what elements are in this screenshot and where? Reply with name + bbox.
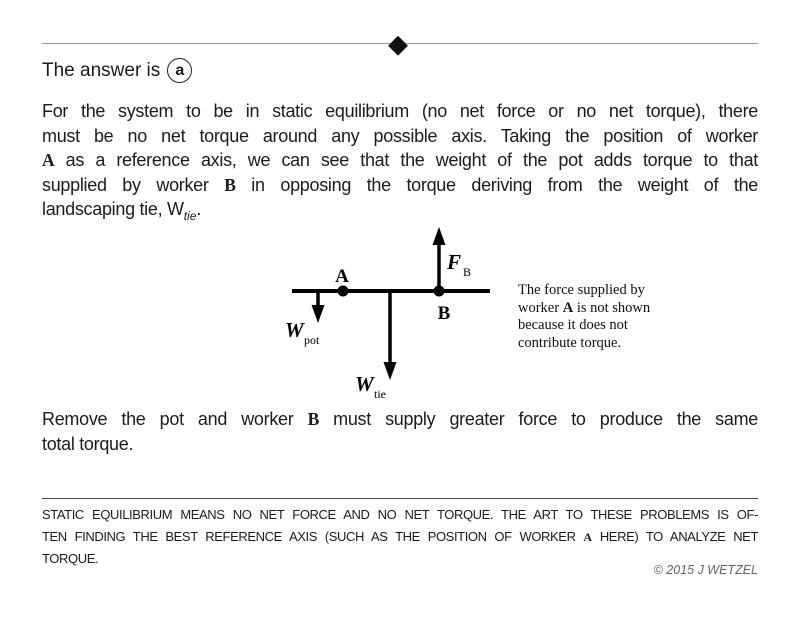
footnote-line-3: TORQUE. — [42, 548, 758, 570]
worker-b-inline-label: B — [307, 409, 320, 429]
point-a-dot — [337, 285, 349, 297]
answer-letter: a — [175, 61, 185, 79]
answer-choice-circle: a — [167, 58, 193, 83]
copyright-notice: © 2015 J WETZEL — [653, 563, 758, 577]
explanation-line-4: supplied by worker B in opposing the tor… — [42, 173, 758, 198]
footnote-line-1: STATIC EQUILIBRIUM MEANS NO NET FORCE AN… — [42, 504, 758, 526]
explanation-line-2: must be no net torque around any possibl… — [42, 124, 758, 149]
conclusion-paragraph: Remove the pot and worker B must supply … — [42, 407, 758, 456]
point-b-dot — [433, 285, 445, 297]
weight-tie-label-subscript: tie — [374, 387, 386, 400]
conclusion-line-2: total torque. — [42, 432, 758, 457]
weight-tie-arrow-head — [383, 362, 397, 380]
force-b-arrow-head — [432, 227, 446, 245]
force-b-label-subscript: B — [463, 265, 471, 279]
explanation-text: For the system to be in static equilibri… — [42, 101, 758, 121]
explanation-text: in opposing the torque deriving from the… — [235, 174, 758, 195]
explanation-text: as a reference axis, we can see that the… — [54, 150, 759, 171]
explanation-line-5: landscaping tie, Wtie. — [42, 197, 758, 229]
weight-pot-arrow-head — [311, 305, 325, 323]
diagram-note-text: The force supplied by worker — [518, 282, 645, 316]
explanation-line-3: A as a reference axis, we can see that t… — [42, 148, 758, 173]
force-b-label: F — [446, 250, 461, 274]
explanation-text: landscaping tie, W — [42, 199, 184, 220]
footnote-text: TORQUE. — [42, 551, 99, 566]
w-tie-subscript-inline: tie — [183, 209, 197, 224]
worker-a-inline-label: A — [42, 150, 55, 171]
conclusion-text: Remove the pot and worker — [42, 409, 308, 429]
conclusion-line-1: Remove the pot and worker B must supply … — [42, 407, 758, 432]
explanation-text: must be no net torque around any possibl… — [42, 125, 758, 146]
explanation-text: . — [196, 199, 202, 220]
diagram-note-text: is not shown because it does not contrib… — [518, 299, 651, 351]
worker-a-inline-label: A — [583, 530, 593, 544]
explanation-text: supplied by worker — [42, 174, 225, 195]
weight-tie-label: W — [355, 372, 375, 396]
footnote-text: TEN FINDING THE BEST REFERENCE AXIS (SUC… — [42, 529, 584, 544]
torque-diagram: A B F B W pot W tie — [285, 227, 490, 400]
bottom-divider-rule — [42, 498, 758, 499]
answer-prefix-text: The answer is — [42, 59, 161, 81]
footnote-line-2: TEN FINDING THE BEST REFERENCE AXIS (SUC… — [42, 526, 758, 548]
diamond-icon: ◆ — [388, 28, 408, 59]
diagram-note: The force supplied by worker A is not sh… — [518, 282, 673, 352]
footnote-text: HERE) TO ANALYZE NET — [592, 529, 759, 544]
weight-pot-label: W — [285, 318, 305, 342]
conclusion-text: must supply greater force to produce the… — [318, 409, 758, 429]
worker-b-inline-label: B — [224, 174, 236, 195]
answer-line: The answer is a — [42, 58, 193, 83]
footnote-text: STATIC EQUILIBRIUM MEANS NO NET FORCE AN… — [42, 507, 758, 522]
diagram-note-worker-a: A — [562, 299, 574, 316]
point-a-label: A — [335, 266, 349, 287]
weight-pot-label-subscript: pot — [304, 333, 320, 347]
explanation-paragraph: For the system to be in static equilibri… — [42, 99, 758, 229]
top-divider-rule — [42, 43, 758, 44]
explanation-line-1: For the system to be in static equilibri… — [42, 99, 758, 124]
footnote-paragraph: STATIC EQUILIBRIUM MEANS NO NET FORCE AN… — [42, 504, 758, 570]
point-b-label: B — [438, 303, 451, 324]
conclusion-text: total torque. — [42, 433, 134, 454]
